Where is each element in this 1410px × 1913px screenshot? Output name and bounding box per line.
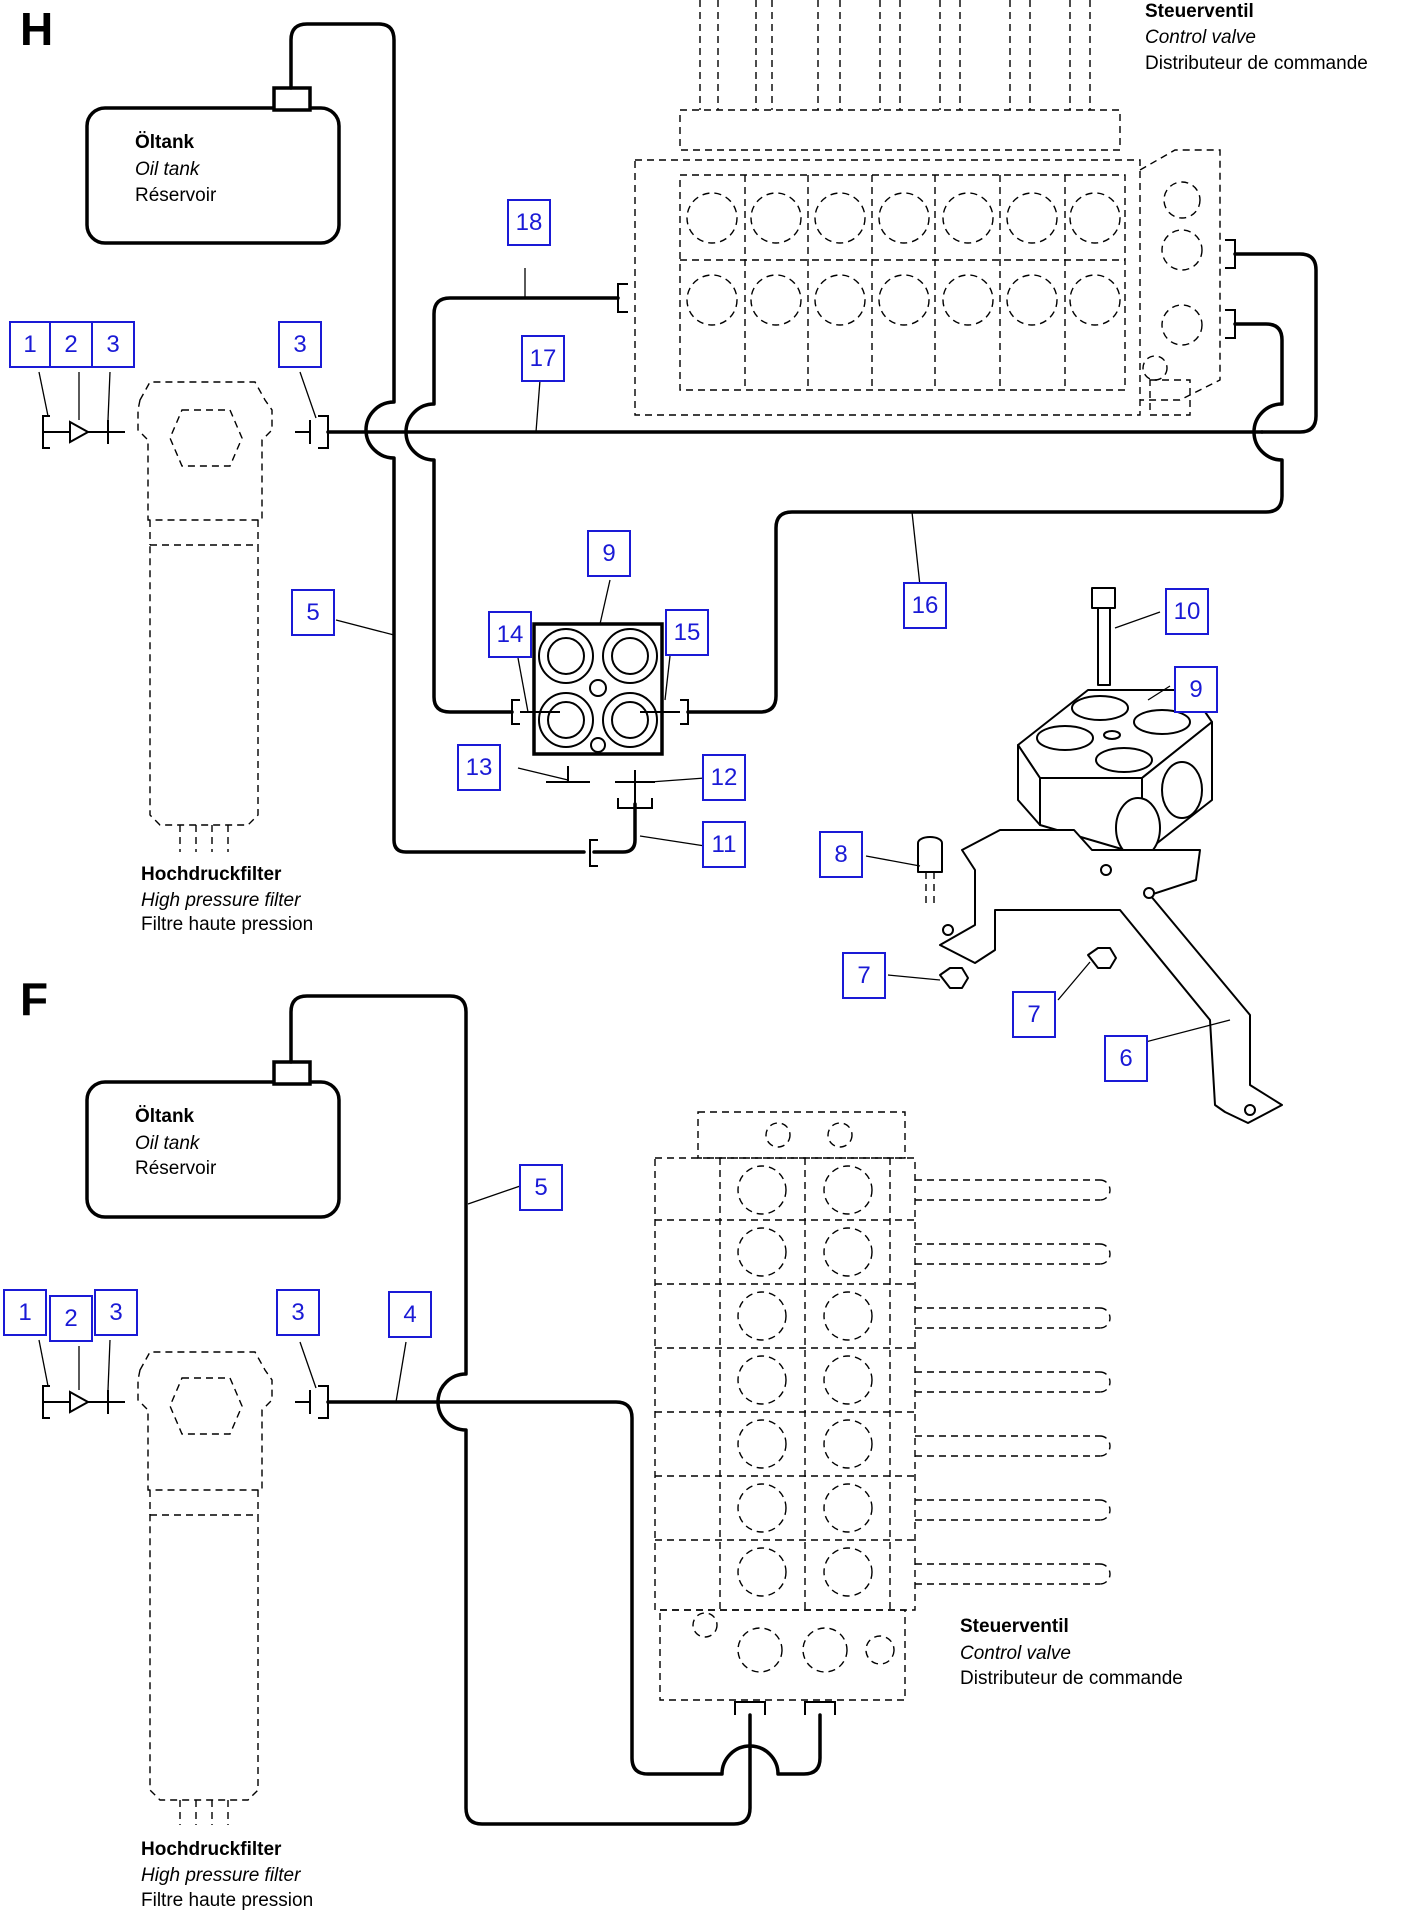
callout-7-h: 7 <box>842 952 886 999</box>
callout-text: 3 <box>109 1299 122 1326</box>
hose-11-h <box>592 802 637 854</box>
callout-3-h: 3 <box>91 321 135 368</box>
oil-tank-h: Öltank Oil tank Réservoir <box>85 86 341 245</box>
port-block-assembly-iso <box>917 587 1283 1124</box>
callout-leaders-h <box>38 268 1231 1053</box>
callout-11-h: 11 <box>702 821 746 868</box>
hp-filter-h: Hochdruckfilter High pressure filter Fil… <box>137 381 313 935</box>
port-block-h <box>511 622 689 867</box>
port-block-body <box>532 622 664 756</box>
oil-tank-f: Öltank Oil tank Réservoir <box>85 1060 341 1219</box>
callout-text: 9 <box>602 540 615 567</box>
callout-text: 7 <box>1027 1001 1040 1028</box>
callout-2-h: 2 <box>49 321 93 368</box>
callout-4-f: 4 <box>388 1291 432 1338</box>
hp-filter-label-de: Hochdruckfilter <box>141 1839 282 1860</box>
callout-text: 1 <box>23 331 36 358</box>
hose-18-h <box>404 296 620 714</box>
callout-6-h: 6 <box>1104 1035 1148 1082</box>
callout-text: 1 <box>18 1299 31 1326</box>
callout-9-h: 9 <box>587 530 631 577</box>
callout-8-h: 8 <box>819 831 863 878</box>
callout-10-h: 10 <box>1165 588 1209 635</box>
callout-text: 18 <box>516 209 543 236</box>
callout-12-h: 12 <box>702 754 746 801</box>
callout-text: 12 <box>711 764 738 791</box>
control-valve-h: Steuerventil Control valve Distributeur … <box>634 0 1368 416</box>
oil-tank-port <box>272 86 312 112</box>
callout-text: 11 <box>712 831 737 858</box>
oil-tank-label-en: Oil tank <box>135 159 201 180</box>
callout-text: 6 <box>1119 1045 1132 1072</box>
callout-text: 3 <box>291 1299 304 1326</box>
callout-leaders-f <box>38 1183 527 1403</box>
hose-16-h <box>686 322 1284 714</box>
callout-text: 4 <box>403 1301 416 1328</box>
callout-14-h: 14 <box>488 611 532 658</box>
callout-3b-h: 3 <box>278 321 322 368</box>
oil-tank-label-de: Öltank <box>135 1106 195 1127</box>
control-valve-label-fr: Distributeur de commande <box>960 1668 1183 1689</box>
hp-filter-label-en: High pressure filter <box>141 1865 301 1886</box>
callout-text: 8 <box>834 841 847 868</box>
callout-text: 5 <box>306 599 319 626</box>
section-letter-h: H <box>20 3 53 55</box>
hose-cv-return-h <box>1233 252 1318 434</box>
callout-3-f: 3 <box>94 1289 138 1336</box>
callout-1-h: 1 <box>9 321 51 368</box>
callout-16-h: 16 <box>903 582 947 629</box>
section-letter-f: F <box>20 973 48 1025</box>
callout-9b-h: 9 <box>1174 666 1218 713</box>
oil-tank-label-fr: Réservoir <box>135 185 217 206</box>
callout-18-h: 18 <box>507 199 551 246</box>
callout-text: 3 <box>106 331 119 358</box>
callout-text: 2 <box>64 331 77 358</box>
hp-filter-f: Hochdruckfilter High pressure filter Fil… <box>137 1351 313 1911</box>
hp-filter-label-fr: Filtre haute pression <box>141 914 313 935</box>
inlet-fittings-f <box>42 1385 329 1419</box>
hose-4-f <box>326 1400 822 1776</box>
hp-filter-label-en: High pressure filter <box>141 890 301 911</box>
control-valve-label-fr: Distributeur de commande <box>1145 53 1368 74</box>
callout-13-h: 13 <box>457 744 501 791</box>
callout-5-h: 5 <box>291 589 335 636</box>
hose-5-h <box>289 22 586 854</box>
oil-tank-label-en: Oil tank <box>135 1133 201 1154</box>
control-valve-label-de: Steuerventil <box>1145 1 1254 22</box>
callout-text: 13 <box>466 754 493 781</box>
callout-text: 9 <box>1189 676 1202 703</box>
callout-text: 17 <box>530 345 557 372</box>
callout-1-f: 1 <box>3 1289 47 1336</box>
inlet-fittings-h <box>42 415 329 449</box>
callout-text: 10 <box>1174 598 1201 625</box>
hp-filter-label-de: Hochdruckfilter <box>141 864 282 885</box>
cv-port-left-f <box>734 1701 766 1715</box>
oil-tank-label-de: Öltank <box>135 132 195 153</box>
callout-17-h: 17 <box>521 335 565 382</box>
oil-tank-port <box>272 1060 312 1086</box>
oil-tank-body <box>85 1080 341 1219</box>
callout-text: 7 <box>857 962 870 989</box>
callout-text: 5 <box>534 1174 547 1201</box>
callout-7b-h: 7 <box>1012 991 1056 1038</box>
hp-filter-label-fr: Filtre haute pression <box>141 1890 313 1911</box>
callout-text: 3 <box>293 331 306 358</box>
control-valve-label-en: Control valve <box>960 1643 1071 1664</box>
control-valve-f: Steuerventil Control valve Distributeur … <box>654 1111 1183 1701</box>
control-valve-label-en: Control valve <box>1145 27 1256 48</box>
callout-5-f: 5 <box>519 1164 563 1211</box>
oil-tank-body <box>85 106 341 245</box>
callout-3b-f: 3 <box>276 1289 320 1336</box>
callout-text: 15 <box>674 619 701 646</box>
control-valve-label-de: Steuerventil <box>960 1616 1069 1637</box>
callout-text: 16 <box>912 592 939 619</box>
oil-tank-label-fr: Réservoir <box>135 1158 217 1179</box>
callout-text: 2 <box>64 1305 77 1332</box>
callout-2-f: 2 <box>49 1295 93 1342</box>
callout-15-h: 15 <box>665 609 709 656</box>
callout-text: 14 <box>497 621 524 648</box>
cv-port-right-f <box>804 1701 836 1715</box>
